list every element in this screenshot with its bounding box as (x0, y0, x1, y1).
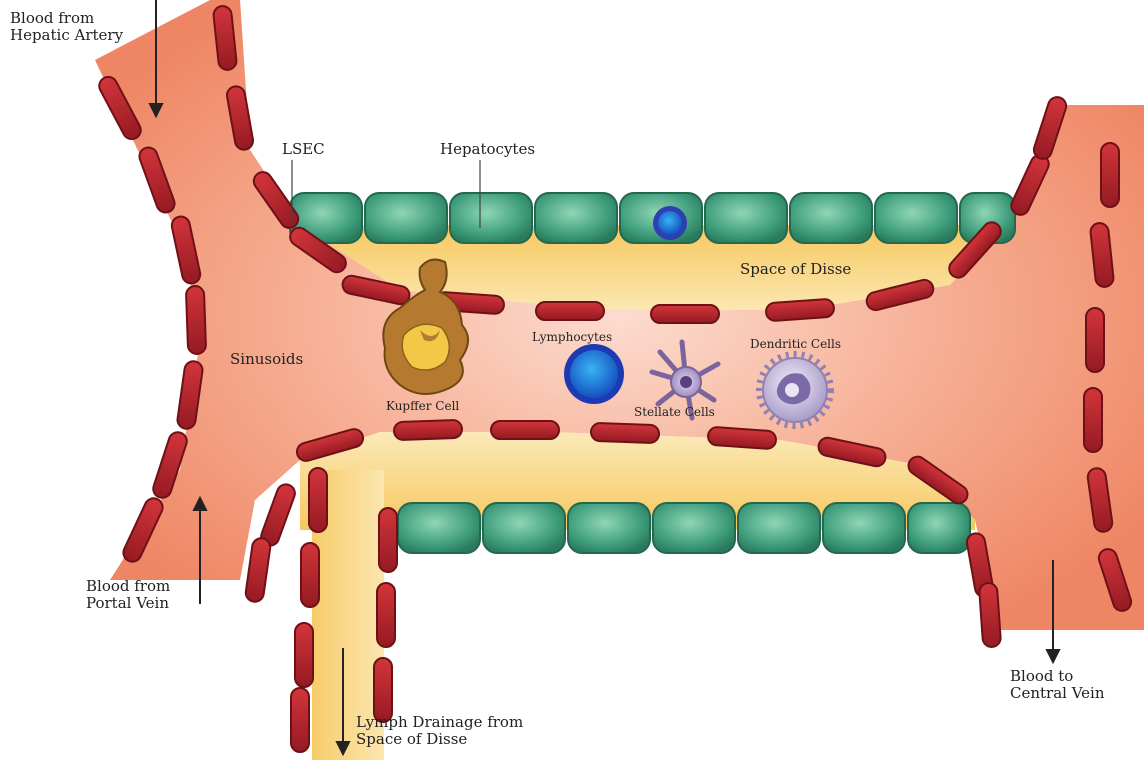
label-dendritic-cells: Dendritic Cells (750, 338, 841, 352)
label-lymph-drainage: Lymph Drainage from Space of Disse (356, 714, 536, 749)
endothelial-cell (707, 427, 776, 450)
endothelial-cell (979, 582, 1001, 647)
hepatocyte (365, 193, 447, 243)
hepatocyte (653, 503, 735, 553)
endothelial-cell (379, 508, 397, 572)
endothelial-cell (309, 468, 327, 532)
label-lymphocytes: Lymphocytes (532, 331, 612, 345)
label-portal-vein: Blood from Portal Vein (86, 578, 206, 613)
hepatocyte (790, 193, 872, 243)
hepatocyte (535, 193, 617, 243)
endothelial-cell (295, 623, 313, 687)
hepatocyte (875, 193, 957, 243)
label-sinusoids: Sinusoids (230, 351, 303, 368)
endothelial-cell (377, 583, 395, 647)
hepatocytes-upper-row (290, 193, 1015, 243)
label-space-of-disse: Space of Disse (740, 261, 851, 278)
label-hepatic-artery: Blood from Hepatic Artery (10, 10, 150, 45)
endothelial-cell (1101, 143, 1119, 207)
endothelial-cell (591, 423, 660, 443)
endothelial-cell (1086, 308, 1104, 372)
hepatocyte (398, 503, 480, 553)
hepatocyte (823, 503, 905, 553)
label-lsec: LSEC (282, 141, 325, 158)
hepatocyte-nucleus-inner (658, 211, 682, 235)
endothelial-cell (765, 299, 834, 322)
arrow-head (1047, 650, 1059, 662)
hepatocyte (738, 503, 820, 553)
label-central-vein: Blood to Central Vein (1010, 668, 1120, 703)
endothelial-cell (536, 302, 604, 320)
hepatocyte (705, 193, 787, 243)
label-hepatocytes: Hepatocytes (440, 141, 535, 158)
lymphocyte (564, 344, 624, 404)
endothelial-cell (291, 688, 309, 752)
label-kupffer-cell: Kupffer Cell (386, 400, 459, 414)
hepatocytes-lower-row (398, 503, 970, 553)
endothelial-cell (301, 543, 319, 607)
endothelial-cell (394, 420, 463, 440)
label-stellate-cells: Stellate Cells (634, 406, 715, 420)
endothelial-cell (651, 305, 719, 323)
hepatocyte (483, 503, 565, 553)
endothelial-cell (245, 537, 272, 603)
hepatocyte (450, 193, 532, 243)
hepatocyte (908, 503, 970, 553)
endothelial-cell (491, 421, 559, 439)
endothelial-cell (1084, 388, 1102, 452)
endothelial-cell (186, 286, 206, 355)
hepatocyte (568, 503, 650, 553)
